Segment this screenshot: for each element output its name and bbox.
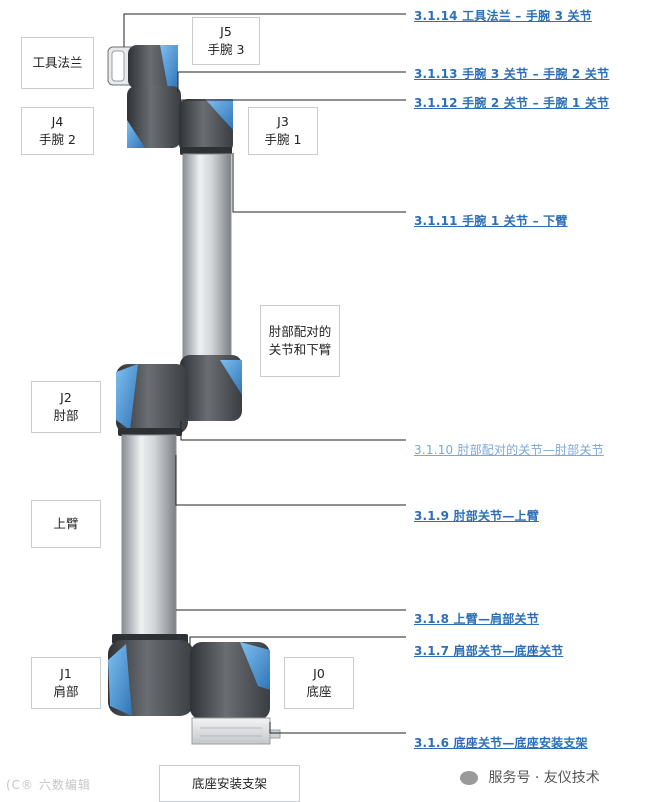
link-3-1-8[interactable]: 3.1.8 上臂—肩部关节 [414,612,539,626]
label-j1-id: J1 [60,666,72,681]
elbow-joint [116,364,188,436]
label-j3-name: 手腕 1 [264,132,302,147]
label-j0: J0 底座 [284,657,354,709]
shoulder-joint [108,634,194,716]
label-j4: J4 手腕 2 [21,107,94,155]
label-upper-arm: 上臂 [31,500,101,548]
label-elbow-pair: 肘部配对的 关节和下臂 [260,305,340,377]
label-elbow-pair-line2: 关节和下臂 [268,342,332,357]
label-j2: J2 肘部 [31,381,101,433]
label-j2-id: J2 [60,390,72,405]
label-j4-id: J4 [51,114,64,129]
label-j0-name: 底座 [306,684,332,699]
label-j1-name: 肩部 [53,684,79,699]
label-j1: J1 肩部 [31,657,101,709]
label-j3-id: J3 [277,114,289,129]
leader-lines [123,13,406,734]
label-j5: J5 手腕 3 [192,17,260,65]
elbow-pair-joint [180,355,242,421]
label-base-mount-text: 底座安装支架 [191,775,267,791]
watermark-left: (C® 六数编辑 [6,778,91,792]
wrist2-joint [127,86,181,148]
base-mount [191,717,281,745]
label-j3: J3 手腕 1 [248,107,318,155]
link-3-1-13[interactable]: 3.1.13 手腕 3 关节 – 手腕 2 关节 [414,67,610,81]
wrist3-joint [128,45,178,89]
wrist1-joint [179,99,233,155]
label-upper-arm-text: 上臂 [53,516,79,531]
base-joint [190,642,270,720]
label-j5-id: J5 [220,24,232,39]
watermark-right-text: 服务号 · 友仪技术 [488,770,600,786]
lower-arm-tube [182,153,232,360]
label-elbow-pair-line1: 肘部配对的 [268,324,332,339]
link-3-1-7[interactable]: 3.1.7 肩部关节—底座关节 [414,644,564,658]
upper-arm-tube [121,434,177,639]
label-tool-flange: 工具法兰 [21,37,94,89]
label-tool-flange-text: 工具法兰 [32,55,83,70]
link-3-1-9[interactable]: 3.1.9 肘部关节—上臂 [414,509,539,523]
link-3-1-14[interactable]: 3.1.14 工具法兰 – 手腕 3 关节 [414,9,592,23]
watermark-right: 服务号 · 友仪技术 [460,767,600,787]
label-j4-name: 手腕 2 [39,132,76,147]
wechat-icon [460,771,478,785]
link-3-1-6[interactable]: 3.1.6 底座关节—底座安装支架 [414,736,588,750]
label-j2-name: 肘部 [53,408,79,423]
link-3-1-11[interactable]: 3.1.11 手腕 1 关节 – 下臂 [414,214,568,228]
label-base-mount: 底座安装支架 [159,765,300,802]
label-j5-name: 手腕 3 [207,42,245,57]
link-3-1-12[interactable]: 3.1.12 手腕 2 关节 – 手腕 1 关节 [414,96,610,110]
link-3-1-10[interactable]: 3.1.10 肘部配对的关节—肘部关节 [414,443,604,457]
label-j0-id: J0 [313,666,325,681]
